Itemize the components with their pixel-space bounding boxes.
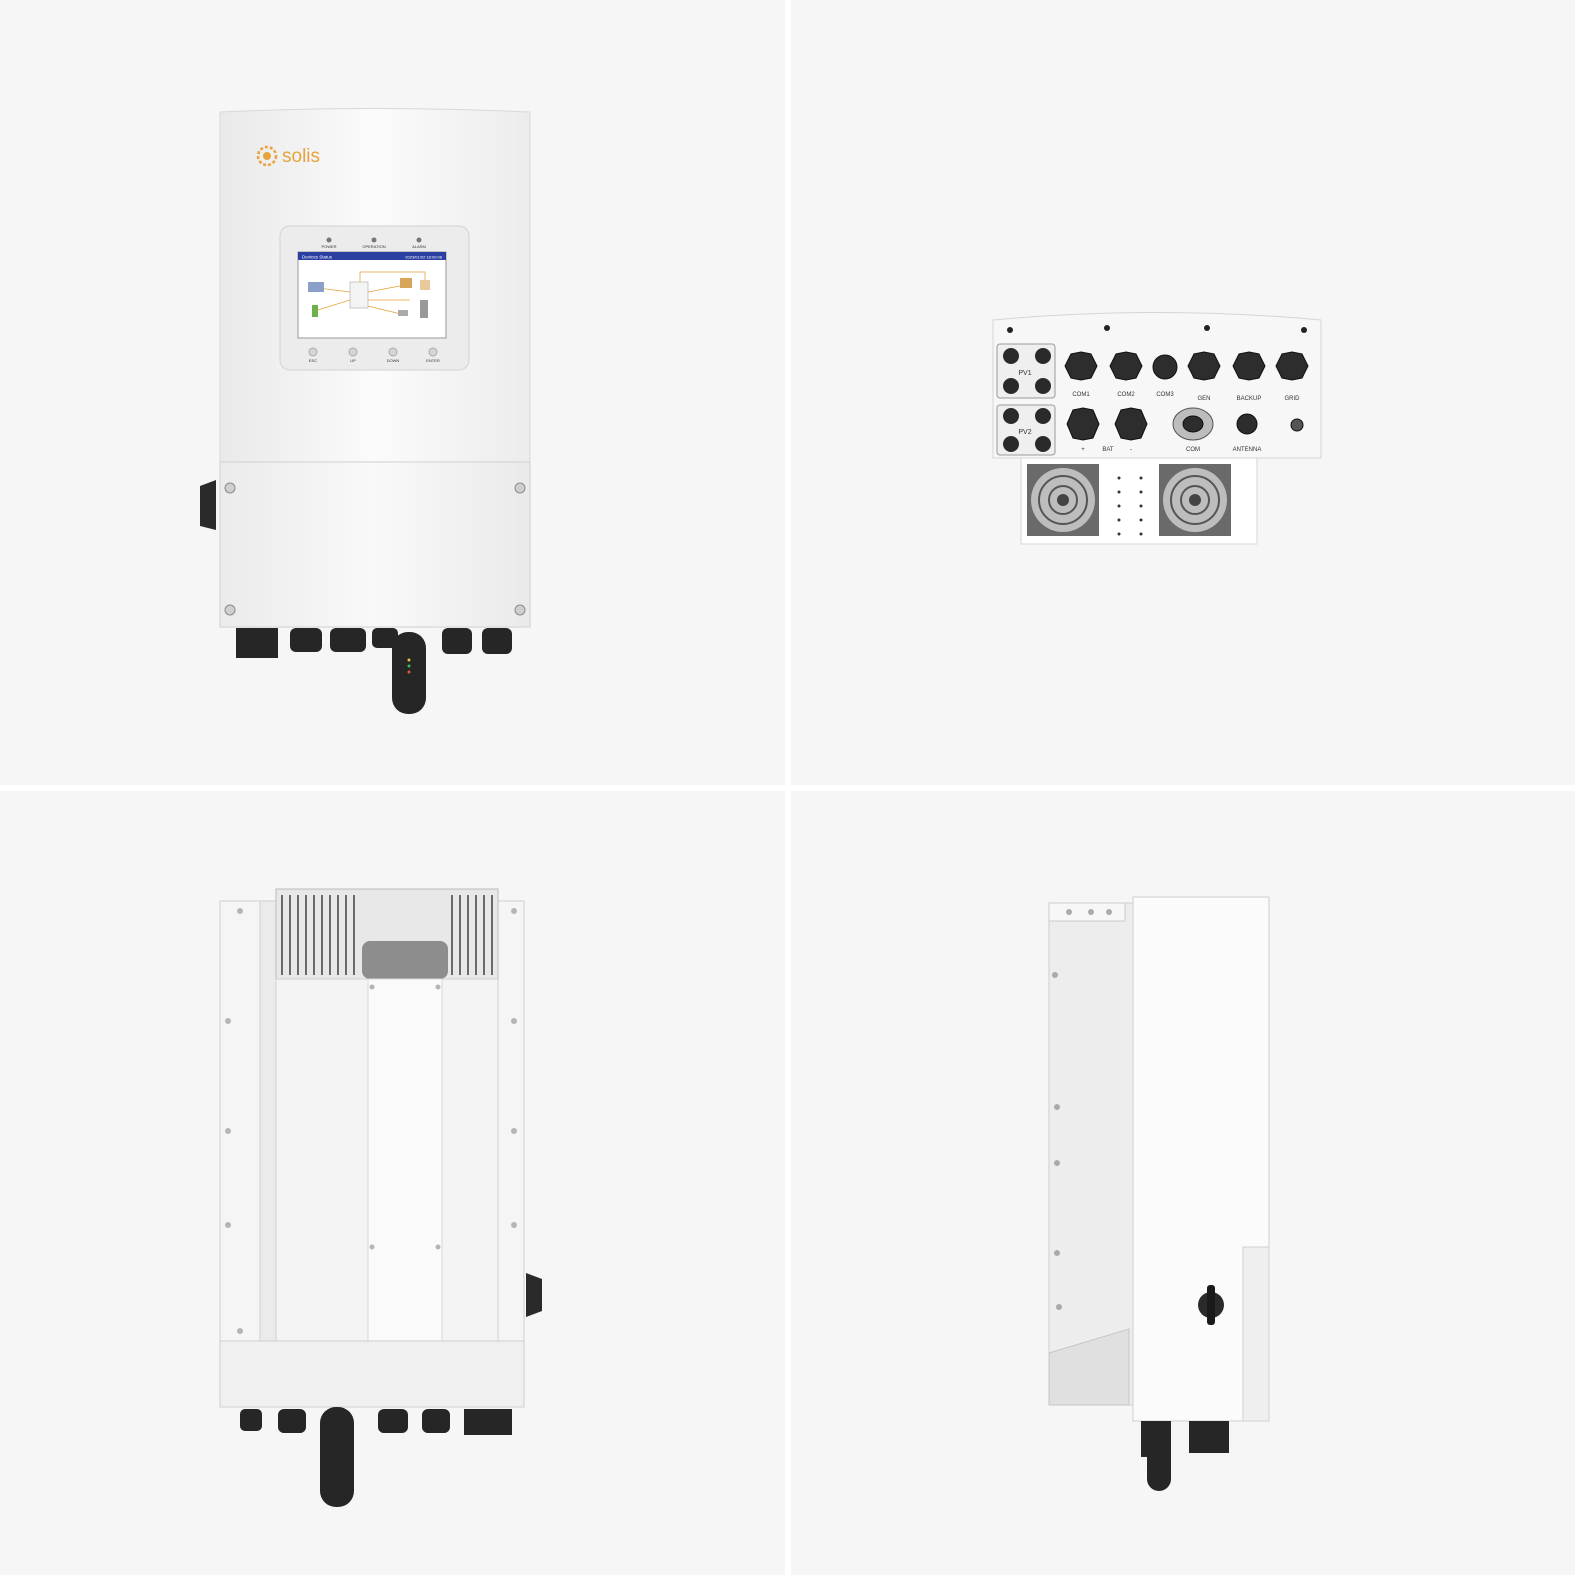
dc-switch [200, 480, 216, 530]
bracket-holes [1052, 909, 1112, 1310]
port-antenna-label: ANTENNA [1233, 447, 1262, 453]
pv-connectors [1003, 348, 1051, 452]
bracket-foot [1048, 1328, 1130, 1406]
button-esc-label: ESC [309, 358, 317, 363]
button-up-label: UP [350, 358, 356, 363]
back-dc-switch [526, 1273, 542, 1317]
dongle-leds [407, 658, 411, 674]
indicator-operation-label: OPERATION [362, 244, 385, 249]
vent-dots [1117, 476, 1143, 536]
fan-right [1159, 464, 1231, 536]
ports-bottom-row [1066, 407, 1304, 441]
wiring-box [219, 461, 531, 628]
mounting-rail [367, 978, 443, 1342]
heatsink-fins [281, 895, 493, 975]
mount-holes [1007, 325, 1307, 333]
brand-name: solis [282, 146, 320, 167]
side-bracket [1048, 902, 1136, 1406]
left-flange [219, 900, 261, 1348]
pv1-label: PV1 [1018, 370, 1031, 377]
screen-date: 2023/01/02 18:00:08 [405, 255, 442, 260]
front-view-panel: solis POWER OPERATION ALARM Devices Stat… [0, 0, 785, 785]
port-backup-label: BACKUP [1237, 396, 1262, 402]
bat-plus-label: + [1081, 447, 1085, 453]
back-view-panel [0, 791, 785, 1575]
inverter-back-illustration [219, 888, 542, 1507]
fan-cover [362, 941, 448, 979]
back-bottom-box [219, 1340, 525, 1408]
status-indicators: POWER OPERATION ALARM [321, 237, 426, 249]
port-com2-label: COM2 [1117, 392, 1135, 398]
ports-top-row [1064, 351, 1309, 381]
inverter-side-illustration [1048, 896, 1270, 1491]
solis-logo: solis [256, 145, 320, 167]
screen-title: Devices Status [302, 255, 333, 260]
screen-header [298, 252, 446, 260]
side-dc-switch [1198, 1285, 1224, 1325]
keypad: ESC UP DOWN ENTER [308, 347, 440, 363]
port-com3-label: COM3 [1156, 392, 1174, 398]
bottom-view-panel: PV1 PV2 COM1 COM2 COM3 GEN BACKUP GRID [791, 0, 1575, 785]
port-com1-label: COM1 [1072, 392, 1090, 398]
indicator-power-label: POWER [321, 244, 336, 249]
back-connectors [240, 1407, 512, 1507]
back-wifi-dongle [320, 1407, 354, 1507]
back-screws [225, 908, 517, 1334]
lcd-screen [297, 251, 447, 339]
port-gen-label: GEN [1197, 396, 1210, 402]
pv2-label: PV2 [1018, 429, 1031, 436]
screws [224, 482, 526, 616]
inverter-front-illustration: solis POWER OPERATION ALARM Devices Stat… [200, 108, 531, 714]
port-grid-label: GRID [1285, 396, 1301, 402]
bat-minus-label: - [1130, 447, 1132, 453]
side-wifi-dongle [1147, 1431, 1171, 1491]
port-bat-label: BAT [1102, 447, 1114, 453]
side-view-panel [791, 791, 1575, 1575]
button-down-label: DOWN [387, 358, 400, 363]
side-wiring-box [1242, 1246, 1270, 1422]
button-enter-label: ENTER [426, 358, 440, 363]
side-connectors [1141, 1421, 1229, 1491]
fan-left [1027, 464, 1099, 536]
energy-flow-diagram [308, 271, 430, 318]
port-com-label: COM [1186, 447, 1200, 453]
inverter-bottom-illustration: PV1 PV2 COM1 COM2 COM3 GEN BACKUP GRID [992, 312, 1322, 545]
indicator-alarm-label: ALARM [412, 244, 426, 249]
bottom-connectors [236, 628, 512, 714]
